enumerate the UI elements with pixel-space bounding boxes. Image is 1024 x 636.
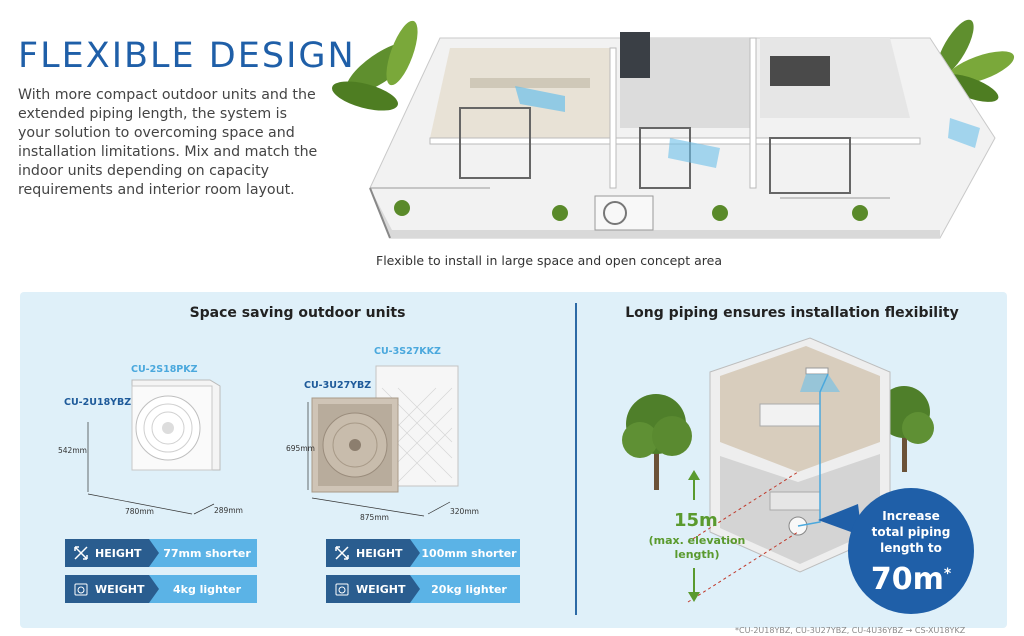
dimension-height-group1: 542mm (58, 446, 87, 455)
height-label: HEIGHT (356, 546, 403, 560)
page-title: FLEXIBLE DESIGN (18, 36, 356, 76)
panel-divider (575, 303, 577, 615)
dimension-width-group2: 875mm (360, 513, 389, 522)
dimension-depth-group1: 289mm (214, 506, 243, 515)
spec-weight-group2: WEIGHT 20kg lighter (326, 575, 520, 603)
callout-asterisk: * (943, 566, 952, 582)
callout-line3: length to (880, 541, 942, 555)
piping-length-callout: Increase total piping length to 70m* (848, 488, 974, 614)
hero-caption: Flexible to install in large space and o… (376, 253, 722, 268)
weight-value: 20kg lighter (410, 575, 520, 603)
outdoor-unit-group1-illustration (87, 379, 221, 515)
model-label-cu-3s27kkz: CU-3S27KKZ (374, 346, 441, 357)
weight-scale-icon (335, 583, 349, 596)
elevation-value: 15m (674, 510, 718, 531)
plant-left-decoration (332, 20, 418, 111)
outdoor-unit-group2-illustration (307, 365, 459, 517)
dimension-depth-group2: 320mm (450, 507, 479, 516)
dimension-height-group2: 695mm (286, 444, 315, 453)
weight-label: WEIGHT (356, 582, 406, 596)
spec-weight-group1: WEIGHT 4kg lighter (65, 575, 257, 603)
model-label-cu-2u18ybz: CU-2U18YBZ (64, 397, 132, 408)
dimension-width-group1: 780mm (125, 507, 154, 516)
callout-line2: total piping (871, 525, 951, 539)
weight-scale-icon (74, 583, 88, 596)
piping-heading: Long piping ensures installation flexibi… (625, 305, 959, 321)
callout-value: 70m (870, 562, 944, 597)
tree-right-decoration (878, 386, 934, 472)
height-arrows-icon (74, 546, 88, 560)
height-arrows-icon (335, 546, 349, 560)
spec-height-group2: HEIGHT 100mm shorter (326, 539, 520, 567)
spec-height-group1: HEIGHT 77mm shorter (65, 539, 257, 567)
elevation-note-line2: length) (674, 548, 720, 561)
apartment-illustration (332, 19, 1015, 239)
outdoor-units-heading: Space saving outdoor units (189, 305, 406, 321)
model-label-cu-3u27ybz: CU-3U27YBZ (304, 380, 372, 391)
footnote: *CU-2U18YBZ, CU-3U27YBZ, CU-4U36YBZ → CS… (735, 626, 966, 635)
elevation-note: (max. elevation length) (640, 534, 754, 562)
elevation-note-line1: (max. elevation (648, 534, 746, 547)
tree-left-decoration (622, 394, 692, 490)
model-label-cu-2s18pkz: CU-2S18PKZ (131, 364, 198, 375)
height-value: 100mm shorter (410, 539, 520, 567)
height-value: 77mm shorter (149, 539, 257, 567)
weight-label: WEIGHT (95, 582, 145, 596)
height-label: HEIGHT (95, 546, 142, 560)
weight-value: 4kg lighter (149, 575, 257, 603)
callout-line1: Increase (882, 509, 940, 523)
intro-paragraph: With more compact outdoor units and the … (18, 87, 318, 198)
